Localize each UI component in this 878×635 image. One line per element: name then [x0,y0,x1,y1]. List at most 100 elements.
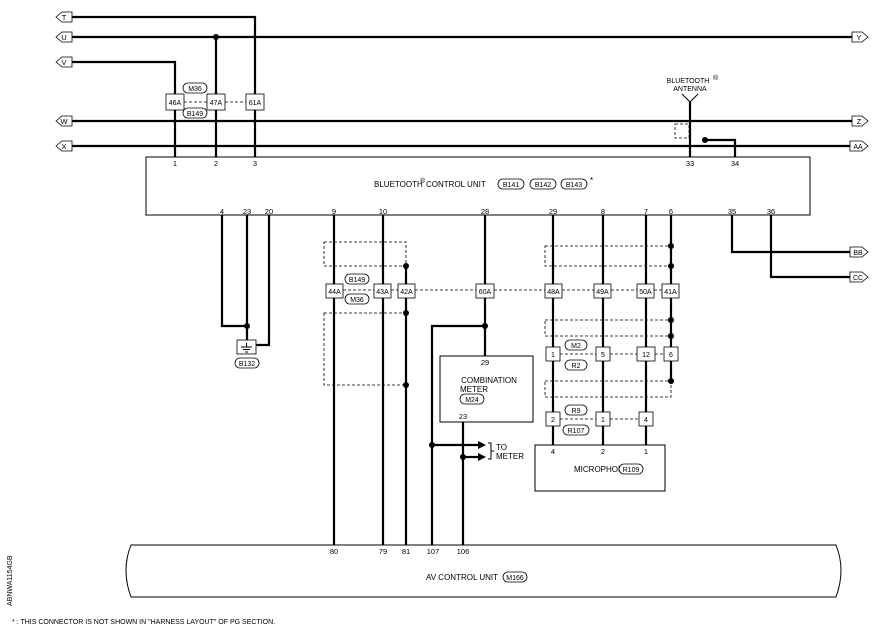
svg-text:12: 12 [642,352,650,359]
svg-text:B149: B149 [187,111,203,118]
svg-text:49A: 49A [596,289,609,296]
figure-code: ABNWA1154GB [7,555,14,606]
svg-text:METER: METER [460,385,488,394]
svg-text:®: ® [420,177,426,185]
svg-text:Z: Z [857,117,862,126]
svg-text:M24: M24 [465,397,479,404]
svg-text:M166: M166 [506,575,524,582]
svg-text:TO: TO [496,443,507,452]
svg-text:1: 1 [551,352,555,359]
right-wires [730,215,850,279]
top-wires [72,15,852,157]
svg-text:8: 8 [601,207,605,216]
connector-v: V [55,56,73,68]
svg-text:81: 81 [402,547,410,556]
av-control-unit: 80 79 81 107 106 AV CONTROL UNIT M166 [125,544,842,598]
svg-text:48A: 48A [547,289,560,296]
svg-text:29: 29 [549,207,557,216]
svg-text:23: 23 [459,412,467,421]
connector-w: W [55,115,73,127]
svg-text:CC: CC [853,275,863,282]
svg-text:2: 2 [601,447,605,456]
svg-text:4: 4 [220,207,224,216]
svg-text:50A: 50A [639,289,652,296]
svg-text:W: W [60,117,68,126]
connector-t: T [55,11,73,23]
svg-text:B149: B149 [349,277,365,284]
svg-text:*: * [590,176,593,185]
svg-text:4: 4 [551,447,555,456]
svg-text:R2: R2 [572,363,581,370]
svg-text:1: 1 [601,417,605,424]
svg-text:33: 33 [686,159,694,168]
svg-text:5: 5 [601,352,605,359]
svg-text:61A: 61A [249,100,262,107]
svg-text:2: 2 [551,417,555,424]
svg-text:80: 80 [330,547,338,556]
connector-bb: BB [849,246,869,258]
svg-text:R107: R107 [568,428,585,435]
svg-text:46A: 46A [169,100,182,107]
connector-x: X [55,140,73,152]
svg-text:3: 3 [253,159,257,168]
svg-text:7: 7 [644,207,648,216]
svg-text:B143: B143 [566,182,582,189]
svg-text:10: 10 [379,207,387,216]
svg-text:MICROPHONE: MICROPHONE [574,465,629,474]
svg-text:CONTROL UNIT: CONTROL UNIT [426,180,486,189]
bluetooth-control-unit: 1 2 3 33 34 BLUETOOTH ® CONTROL UNIT B14… [145,156,811,216]
svg-text:®: ® [713,74,719,82]
svg-text:V: V [61,58,66,67]
svg-text:60A: 60A [479,289,492,296]
svg-text:23: 23 [243,207,251,216]
svg-text:B132: B132 [239,361,255,368]
svg-text:34: 34 [731,159,739,168]
svg-text:36: 36 [767,207,775,216]
svg-text:4: 4 [644,417,648,424]
svg-text:AV CONTROL UNIT: AV CONTROL UNIT [426,573,498,582]
connector-aa: AA [849,140,869,152]
svg-text:M2: M2 [571,343,581,350]
svg-text:43A: 43A [376,289,389,296]
av-wires: 44A 43A 42A B149 M36 [323,215,662,545]
combination-meter: 29 COMBINATION METER M24 23 [439,355,534,423]
footnote: * : THIS CONNECTOR IS NOT SHOWN IN "HARN… [12,619,275,626]
svg-text:R109: R109 [623,467,640,474]
svg-text:35: 35 [728,207,736,216]
svg-text:COMBINATION: COMBINATION [461,376,517,385]
connector-cc: CC [849,271,869,283]
svg-text:42A: 42A [400,289,413,296]
svg-text:BB: BB [853,250,863,257]
svg-text:B141: B141 [503,182,519,189]
svg-text:B142: B142 [535,182,551,189]
svg-text:6: 6 [669,352,673,359]
svg-text:20: 20 [265,207,273,216]
svg-text:METER: METER [496,452,524,461]
svg-text:9: 9 [332,207,336,216]
svg-text:1: 1 [644,447,648,456]
top-harness: 46A 47A 61A M36 B149 [165,82,265,119]
svg-text:BLUETOOTH: BLUETOOTH [667,78,710,85]
microphone: 4 2 1 MICROPHONE R109 [534,444,666,492]
svg-text:41A: 41A [664,289,677,296]
svg-text:47A: 47A [210,100,223,107]
svg-text:Y: Y [856,33,861,42]
svg-text:28: 28 [481,207,489,216]
meter-wiring: 60A TO METER [429,215,524,545]
svg-text:2: 2 [214,159,218,168]
svg-text:R9: R9 [572,408,581,415]
svg-text:107: 107 [427,547,440,556]
connector-y: Y [851,31,869,43]
svg-text:M36: M36 [188,86,202,93]
svg-text:106: 106 [457,547,470,556]
connector-u: U [55,31,73,43]
svg-text:BLUETOOTH: BLUETOOTH [374,180,423,189]
svg-text:M36: M36 [350,297,364,304]
svg-text:AA: AA [853,144,863,151]
svg-text:T: T [62,13,67,22]
mic-wiring: 48A 49A 50A 41A 1 5 12 6 M2 R2 [544,215,680,445]
svg-text:44A: 44A [328,289,341,296]
svg-text:ANTENNA: ANTENNA [673,86,707,93]
svg-text:6: 6 [669,207,673,216]
